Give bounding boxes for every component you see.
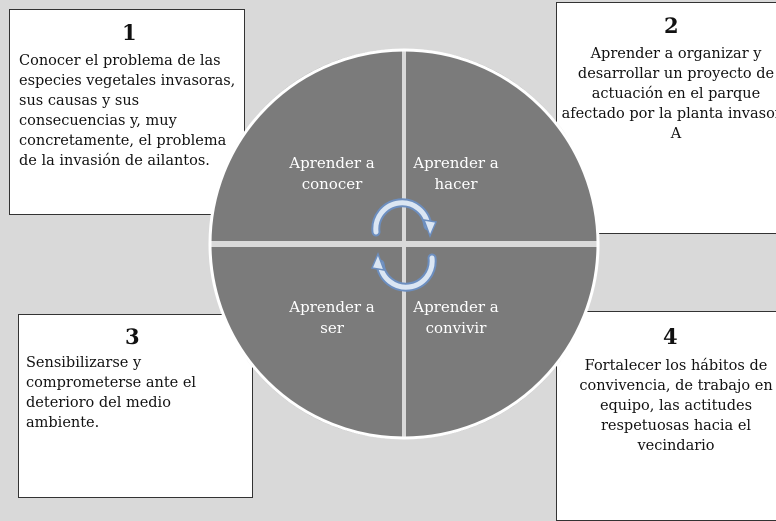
goal-box-3-text: Sensibilizarse y comprometerse ante el d… — [26, 355, 197, 431]
quadrant-label-ser-line1: Aprender a — [289, 298, 375, 316]
quadrant-ser — [210, 247, 402, 439]
quadrant-conocer — [210, 49, 402, 241]
quadrant-label-conocer-line2: conocer — [301, 175, 363, 193]
goal-box-4-number: 4 — [663, 324, 678, 349]
quadrant-label-hacer-line2: hacer — [434, 175, 478, 193]
quadrant-group — [210, 49, 598, 439]
quadrant-label-conocer: Aprender a conocer — [262, 153, 402, 195]
quadrant-label-hacer-line1: Aprender a — [413, 154, 499, 172]
goal-box-2-number: 2 — [664, 13, 679, 38]
goal-box-1: 1 Conocer el problema de las especies ve… — [9, 9, 245, 215]
quadrant-label-conocer-line1: Aprender a — [289, 154, 375, 172]
quadrant-label-convivir-line1: Aprender a — [413, 298, 499, 316]
circle-outline — [208, 48, 600, 440]
goal-box-1-number: 1 — [122, 20, 137, 45]
goal-box-3: 3 Sensibilizarse y comprometerse ante el… — [18, 314, 253, 498]
goal-box-1-text: Conocer el problema de las especies vege… — [19, 53, 236, 169]
goal-box-3-number: 3 — [125, 324, 140, 349]
goal-box-2-text: Aprender a organizar y desarrollar un pr… — [561, 46, 776, 142]
quadrant-label-ser-line2: ser — [320, 319, 344, 337]
goal-box-4-text: Fortalecer los hábitos de convivencia, d… — [579, 358, 773, 454]
quadrant-label-ser: Aprender a ser — [262, 297, 402, 339]
circular-arrows-icon — [370, 198, 438, 292]
quadrant-label-hacer: Aprender a hacer — [386, 153, 526, 195]
quadrant-label-convivir: Aprender a convivir — [386, 297, 526, 339]
quadrant-label-convivir-line2: convivir — [425, 319, 487, 337]
goal-box-2: 2 Aprender a organizar y desarrollar un … — [556, 2, 776, 234]
quadrant-convivir — [406, 247, 598, 439]
quadrant-hacer — [406, 49, 598, 241]
